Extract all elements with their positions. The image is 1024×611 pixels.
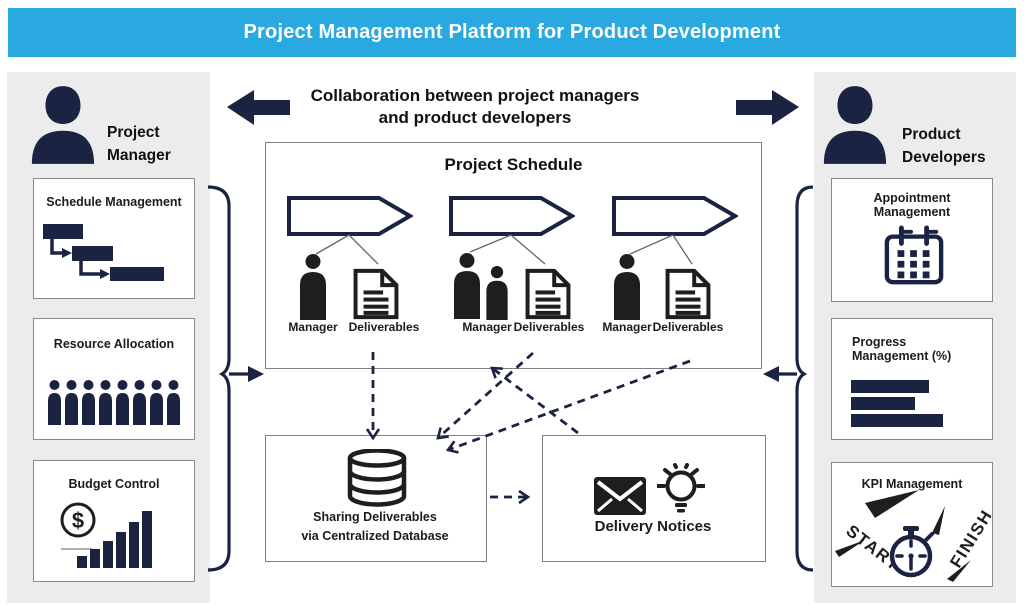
progress-management-title-line2: Management (%) — [852, 349, 952, 363]
right-brace-arrow — [763, 185, 814, 572]
manager-label: Manager — [288, 320, 338, 334]
manager-icon — [484, 266, 510, 320]
sharing-deliverables-label: Sharing Deliverables via Centralized Dat… — [301, 510, 449, 543]
product-developers-label: Product Developers — [902, 126, 986, 166]
milestone-connector-lines — [315, 234, 693, 265]
left-brace-arrow — [207, 185, 264, 572]
project-manager-icon — [28, 82, 98, 166]
flow-notices-to-schedule — [490, 366, 579, 435]
database-icon — [346, 449, 408, 507]
deliverables-document-icon — [664, 266, 712, 322]
calendar-icon — [883, 224, 945, 288]
page-title: Project Management Platform for Product … — [243, 21, 781, 43]
appointment-management-title-line1: Appointment — [873, 191, 951, 205]
project-schedule-title: Project Schedule — [444, 155, 583, 174]
resource-allocation-title: Resource Allocation — [53, 337, 175, 351]
deliverables-document-icon — [352, 266, 400, 322]
progress-management-title-line1: Progress — [852, 335, 907, 349]
collaboration-caption: Collaboration between project managers a… — [310, 86, 640, 127]
envelope-icon — [594, 477, 646, 515]
flow-schedule-to-database-3 — [445, 359, 691, 454]
delivery-notices-box — [542, 435, 766, 562]
progress-bars-icon — [851, 380, 945, 429]
deliverables-document-icon — [524, 266, 572, 322]
dollar-sign: $ — [72, 508, 84, 533]
gantt-chart-icon — [43, 224, 165, 282]
schedule-management-title: Schedule Management — [46, 195, 182, 209]
manager-icon — [612, 254, 642, 320]
stopwatch-icon: START FINISH — [831, 489, 991, 584]
flow-schedule-to-database-2 — [436, 351, 534, 440]
project-schedule-box: Project Schedule — [265, 142, 762, 369]
project-manager-label: Project Manager — [107, 124, 171, 164]
manager-label: Manager — [462, 320, 512, 334]
dollar-coin-bar-chart-icon: $ — [47, 492, 179, 572]
deliverables-label: Deliverables — [348, 320, 420, 334]
deliverables-label: Deliverables — [652, 320, 724, 334]
manager-label: Manager — [602, 320, 652, 334]
dashed-flow-arrows — [365, 351, 691, 505]
deliverables-label: Deliverables — [513, 320, 585, 334]
block-arrow-right-icon — [736, 90, 799, 125]
manager-icon — [298, 254, 328, 320]
block-arrow-left-icon — [227, 90, 290, 125]
people-row-icon — [48, 380, 180, 425]
stopwatch-glyph — [889, 526, 934, 578]
milestone-arrow-icon — [287, 196, 413, 236]
appointment-management-title-line2: Management — [873, 205, 951, 219]
delivery-notices-label: Delivery Notices — [594, 518, 712, 535]
kpi-management-title: KPI Management — [861, 477, 963, 491]
budget-control-title: Budget Control — [68, 477, 160, 491]
lightbulb-icon — [657, 462, 705, 520]
manager-icon — [452, 252, 482, 320]
product-developers-icon — [820, 82, 890, 166]
budget-control-box: Budget Control — [33, 460, 195, 582]
header-bar: Project Management Platform for Product … — [8, 8, 1016, 57]
milestone-arrow-icon — [612, 196, 738, 236]
milestone-arrow-icon — [449, 196, 575, 236]
